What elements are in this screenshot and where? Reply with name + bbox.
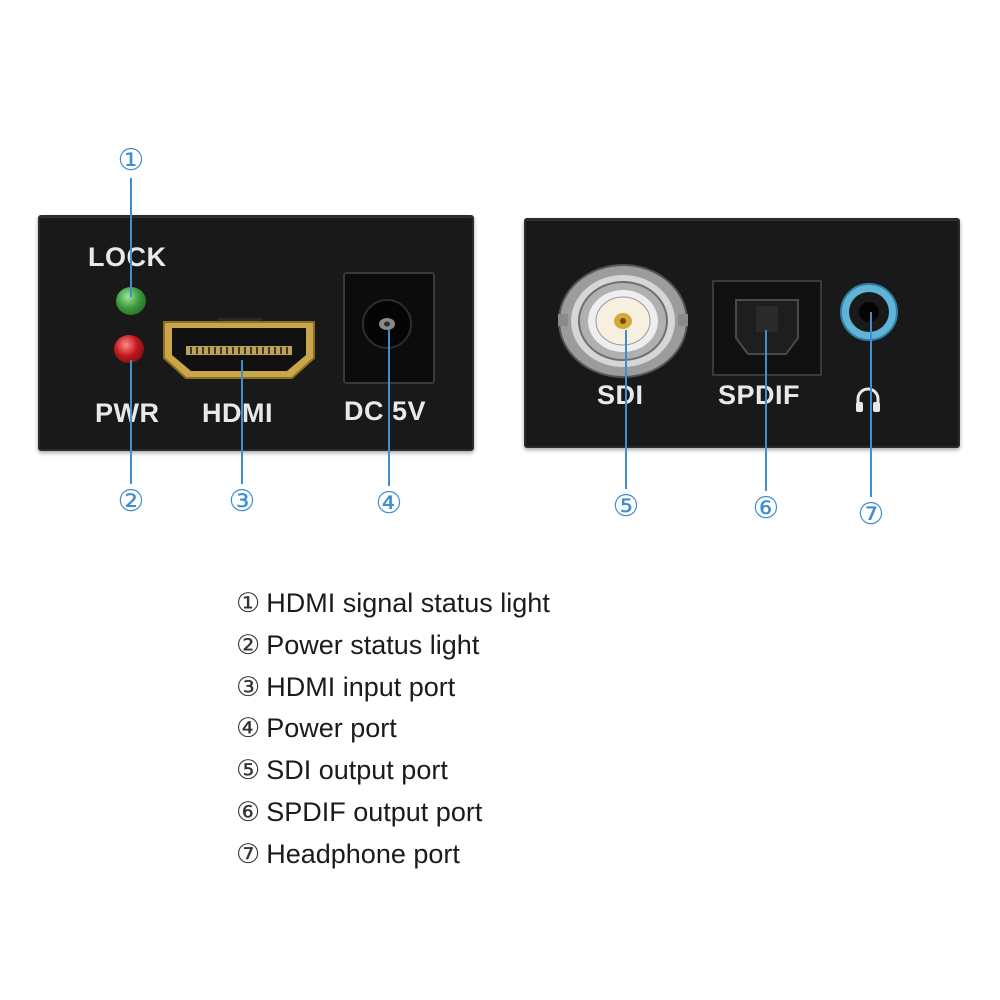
dc-5v-label: DC 5V [344,396,427,426]
spdif-optical-port [712,280,822,376]
legend-text: Headphone port [266,838,460,869]
pwr-label: PWR [95,398,160,428]
headphone-jack [840,283,898,341]
callout-4: ④ [375,486,403,521]
legend-number: ⑦ [236,838,261,870]
legend-text: Power status light [266,629,480,660]
legend-number: ③ [236,671,261,703]
sdi-label: SDI [597,380,644,410]
legend-number: ① [236,588,261,619]
callout-2: ② [117,484,145,519]
legend-text: SPDIF output port [266,796,483,827]
dc-power-jack [343,272,435,384]
legend-text: HDMI signal status light [266,588,550,618]
callout-1: ① [117,143,145,178]
legend-text: Power port [266,713,397,744]
hdmi-port [163,318,315,379]
legend-text: SDI output port [266,755,448,786]
pwr-led [114,335,144,363]
spdif-label: SPDIF [718,380,801,410]
headphone-icon [856,387,880,412]
legend-number: ④ [236,713,261,745]
lock-label: LOCK [88,242,167,272]
legend-text: HDMI input port [266,671,456,702]
legend-number: ⑥ [236,796,261,828]
sdi-bnc-connector [558,264,688,378]
legend-number: ② [236,629,261,661]
callout-7: ⑦ [857,497,885,532]
legend-number: ⑤ [236,755,261,787]
callout-5: ⑤ [612,489,640,524]
hdmi-label: HDMI [202,398,273,428]
callout-6: ⑥ [752,491,780,526]
callout-3: ③ [228,484,256,519]
